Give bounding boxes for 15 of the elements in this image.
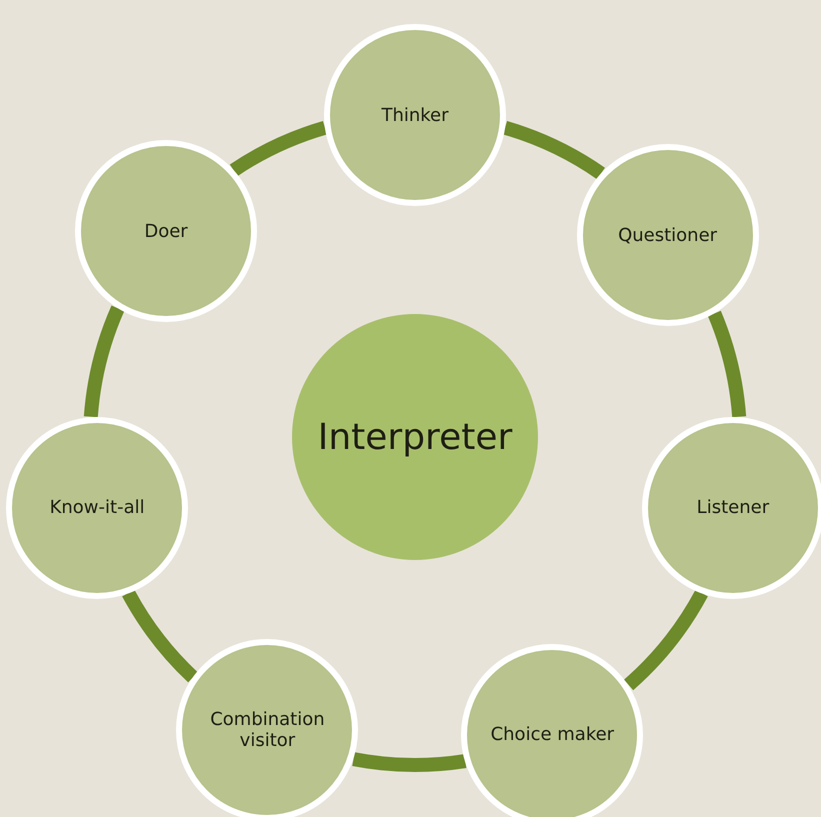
ring-connector — [708, 311, 746, 418]
ring-connector — [502, 121, 605, 180]
ring-connector — [230, 121, 328, 176]
circle-label: Combination visitor — [209, 708, 326, 751]
circle-label: Interpreter — [318, 416, 512, 458]
circle-label: Listener — [696, 497, 770, 518]
circle-label: Know-it-all — [50, 497, 145, 518]
ring-connector — [84, 306, 124, 418]
ring-connector — [122, 590, 198, 682]
circle-label: Questioner — [618, 224, 718, 246]
circle-label: Doer — [144, 220, 188, 242]
ring-connector — [624, 589, 708, 690]
circle-label: Choice maker — [490, 724, 614, 746]
ring-connector — [352, 752, 466, 772]
circle-label: Thinker — [381, 104, 449, 126]
